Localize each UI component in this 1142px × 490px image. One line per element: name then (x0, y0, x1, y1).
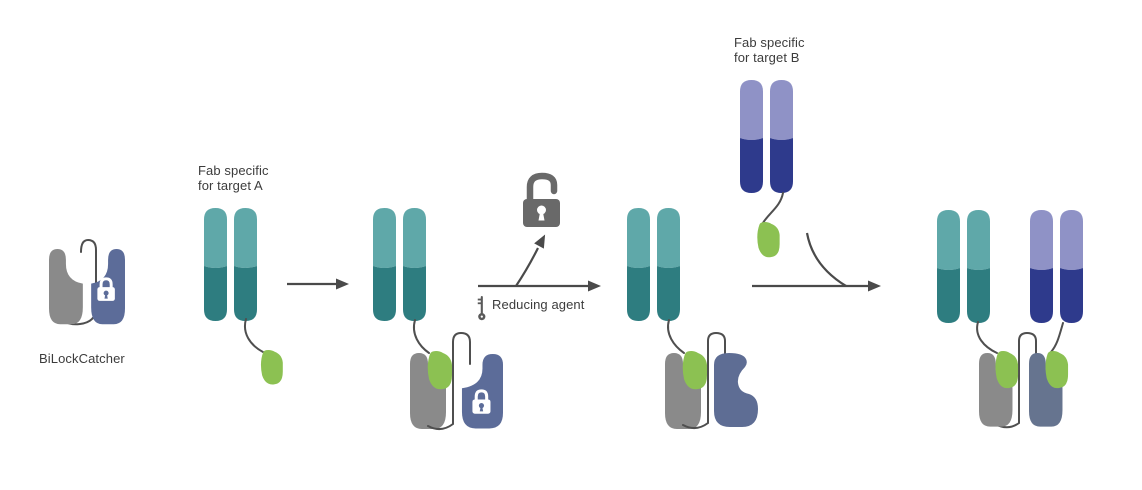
fab-a-peptide-tag (260, 350, 283, 385)
reducing-agent-label: Reducing agent (492, 297, 585, 312)
release-curve (515, 247, 539, 287)
fab-b-arms-dark (1030, 268, 1083, 323)
fab-b-tag-linker (760, 192, 784, 227)
fab-b-molecule (740, 80, 793, 258)
fab-a-arms-dark (373, 266, 426, 321)
fab-a-tag-linker (667, 319, 685, 354)
fab-b-arms-light (1030, 210, 1083, 270)
fab-b-tag-linker (1050, 322, 1064, 353)
join-curve (805, 232, 847, 287)
fab-b-arms-light (740, 80, 793, 140)
fab-a-label-line1: Fab specific (198, 163, 269, 178)
bilockcatcher-molecule (49, 238, 125, 326)
fab-a-arms-dark (204, 266, 257, 321)
reducing-agent-reaction (477, 176, 601, 321)
arrow-right-icon (588, 280, 601, 292)
step-arrow-2 (752, 232, 881, 292)
fab-b-arms-dark (740, 138, 793, 193)
fab-b-label-line2: for target B (734, 50, 800, 65)
bilockcatcher-label: BiLockCatcher (39, 351, 125, 366)
unlocked-catcher-domain (714, 353, 758, 427)
catcher-linker-strand (682, 331, 726, 429)
key-icon (477, 296, 486, 321)
arrow-right-icon (336, 278, 349, 290)
fab-b-label-line1: Fab specific (734, 35, 805, 50)
fab-a-arms-dark (937, 268, 990, 323)
fab-a-arms-dark (627, 266, 680, 321)
fab-a-bilockcatcher-unlocked-complex (627, 208, 758, 429)
open-lock-icon (523, 176, 560, 227)
catcher-linker-strand (427, 331, 471, 430)
fab-a-tag-linker (244, 318, 264, 353)
fab-a-arms-light (204, 208, 257, 268)
fab-a-bilockcatcher-locked-complex (373, 208, 503, 430)
catcher-domain-with-tag (410, 351, 452, 429)
bispecific-product-complex (937, 210, 1083, 429)
catcher-domain-with-tag-a (979, 351, 1018, 427)
arrow-up-icon (534, 231, 550, 249)
catcher-domain-gray (49, 248, 83, 325)
step-arrow-1 (287, 278, 349, 290)
fab-a-arms-light (627, 208, 680, 268)
fab-a-arms-light (373, 208, 426, 268)
fab-a-label-line2: for target A (198, 178, 263, 193)
fab-a-label: Fab specific for target A (198, 163, 269, 193)
fab-a-tag-linker (413, 319, 430, 354)
catcher-domain-with-tag-b (1029, 351, 1068, 427)
fab-b-label: Fab specific for target B (734, 35, 805, 65)
arrow-right-icon (868, 280, 881, 292)
fab-a-arms-light (937, 210, 990, 270)
fab-a-molecule (204, 208, 283, 385)
fab-b-peptide-tag (757, 222, 780, 258)
catcher-linker-strand (994, 331, 1037, 429)
fab-a-tag-linker (976, 321, 998, 354)
catcher-domain-with-tag (665, 351, 707, 429)
